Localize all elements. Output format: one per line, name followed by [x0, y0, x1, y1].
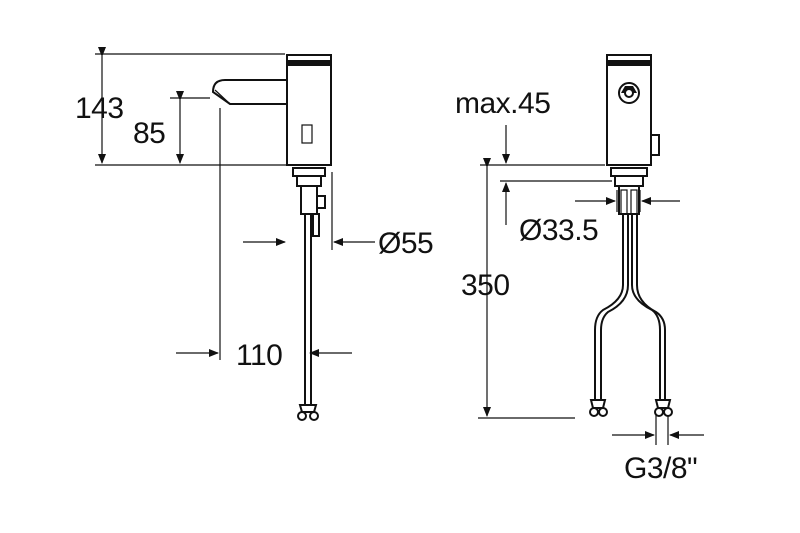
- sensor-window: [301, 124, 313, 144]
- front-view: max.45 Ø33.5 350 G3/8": [455, 54, 704, 485]
- side-lever: [650, 134, 660, 156]
- spout: [211, 79, 288, 105]
- top-band: [287, 60, 331, 66]
- faucet-body-front: [606, 54, 652, 166]
- base-mount: [292, 167, 326, 177]
- label-diameter-hole: Ø33.5: [519, 214, 598, 247]
- label-diameter-body: Ø55: [378, 227, 433, 260]
- label-hose-length: 350: [461, 269, 510, 302]
- label-height-total: 143: [75, 92, 124, 125]
- faucet-body-side: [286, 54, 332, 166]
- label-height-spout: 85: [133, 117, 165, 150]
- valve: [300, 185, 318, 215]
- label-max-deck: max.45: [455, 87, 550, 120]
- label-connection: G3/8": [624, 452, 697, 485]
- side-view: 143 85 Ø55 110: [75, 47, 434, 421]
- hose-end-side: [298, 404, 318, 413]
- label-reach: 110: [236, 339, 282, 372]
